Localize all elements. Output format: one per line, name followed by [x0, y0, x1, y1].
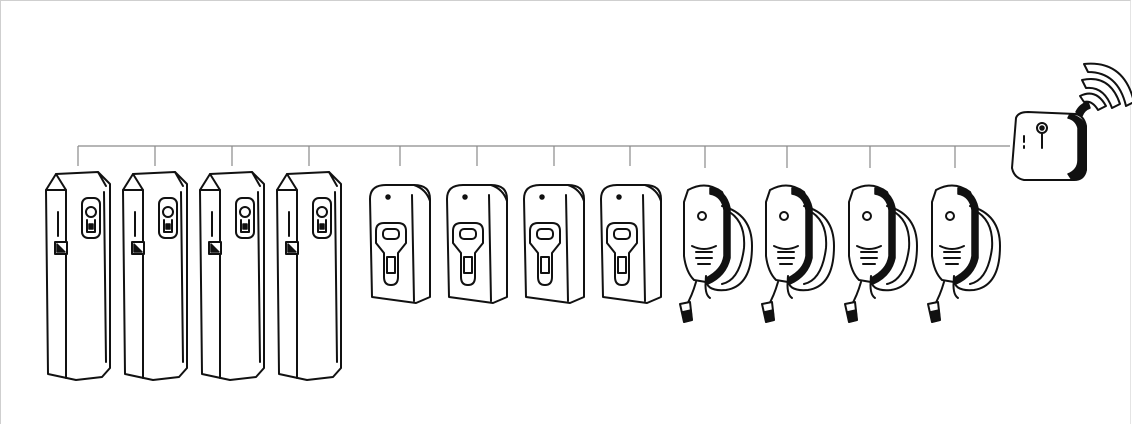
- charging-pillar-icon: [123, 172, 187, 380]
- wall-charger-cable-icon: [928, 185, 1000, 322]
- wall-charger-socket-icon: [601, 185, 661, 303]
- charging-pillar-icon: [277, 172, 341, 380]
- wall-charger-socket-icon: [370, 185, 430, 303]
- wall-charger-socket-icon: [447, 185, 507, 303]
- wall-charger-cable-icon: [680, 185, 752, 322]
- wireless-signal-icon: [1076, 64, 1132, 116]
- wall-charger-socket-icon: [524, 185, 584, 303]
- wall-charger-cable-icon: [845, 185, 917, 322]
- network-bus-line: [78, 146, 1010, 168]
- network-controller-icon: [1012, 112, 1086, 180]
- wall-charger-cable-icon: [762, 185, 834, 322]
- charging-pillar-icon: [200, 172, 264, 380]
- charging-pillar-icon: [46, 172, 110, 380]
